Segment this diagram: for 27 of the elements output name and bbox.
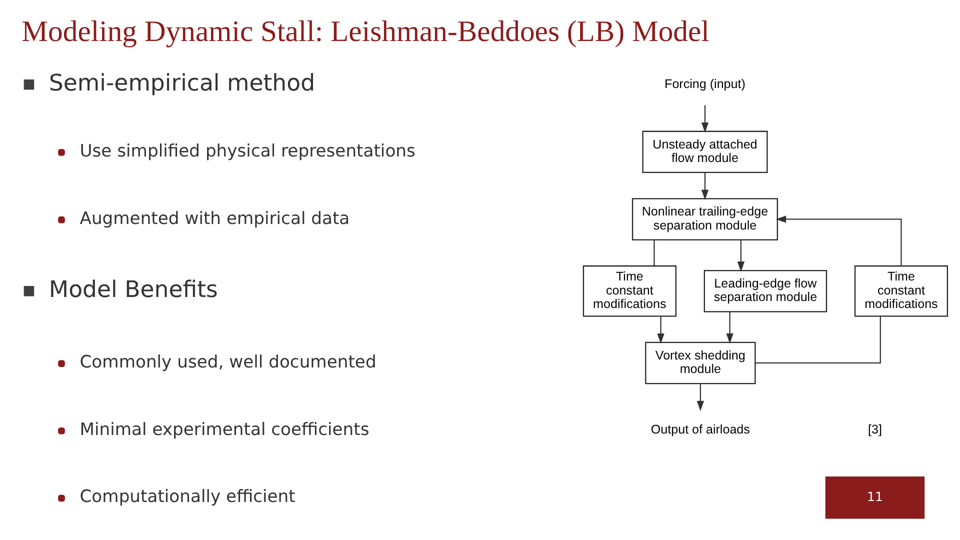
node-text: Output of airloads — [650, 422, 750, 436]
node-box: Time constant modifications — [854, 265, 948, 317]
arrow — [700, 172, 708, 200]
node-text: Forcing (input) — [664, 76, 745, 91]
arrow — [696, 384, 704, 412]
arrow — [775, 216, 902, 266]
label: [3] — [868, 422, 882, 436]
node-box: Vortex shedding module — [644, 342, 756, 384]
arrow — [726, 312, 733, 344]
node-box: Nonlinear trailing-edge separation module — [631, 198, 778, 240]
label: Semi-empirical method — [48, 70, 315, 96]
node-box: Unsteady attached flow module — [642, 130, 768, 174]
node-box: Time constant modifications — [582, 265, 676, 317]
node-box: Leading-edge flow separation module — [703, 270, 827, 312]
label: Model Benefits — [48, 276, 218, 303]
arrow — [700, 105, 708, 133]
label: Use simplified physical representations — [79, 141, 415, 162]
label: Commonly used, well documented — [79, 352, 376, 373]
label: Computationally efficient — [79, 487, 295, 508]
label: Minimal experimental coefficients — [79, 420, 369, 440]
arrow — [736, 240, 744, 272]
label: Augmented with empirical data — [79, 208, 350, 229]
label: 11 — [866, 488, 882, 504]
arrow — [656, 316, 664, 344]
diagram-title: Modeling Dynamic Stall: Leishman-Beddoes (LB) Model — [21, 16, 709, 48]
connector — [653, 240, 654, 266]
connector — [754, 316, 880, 364]
